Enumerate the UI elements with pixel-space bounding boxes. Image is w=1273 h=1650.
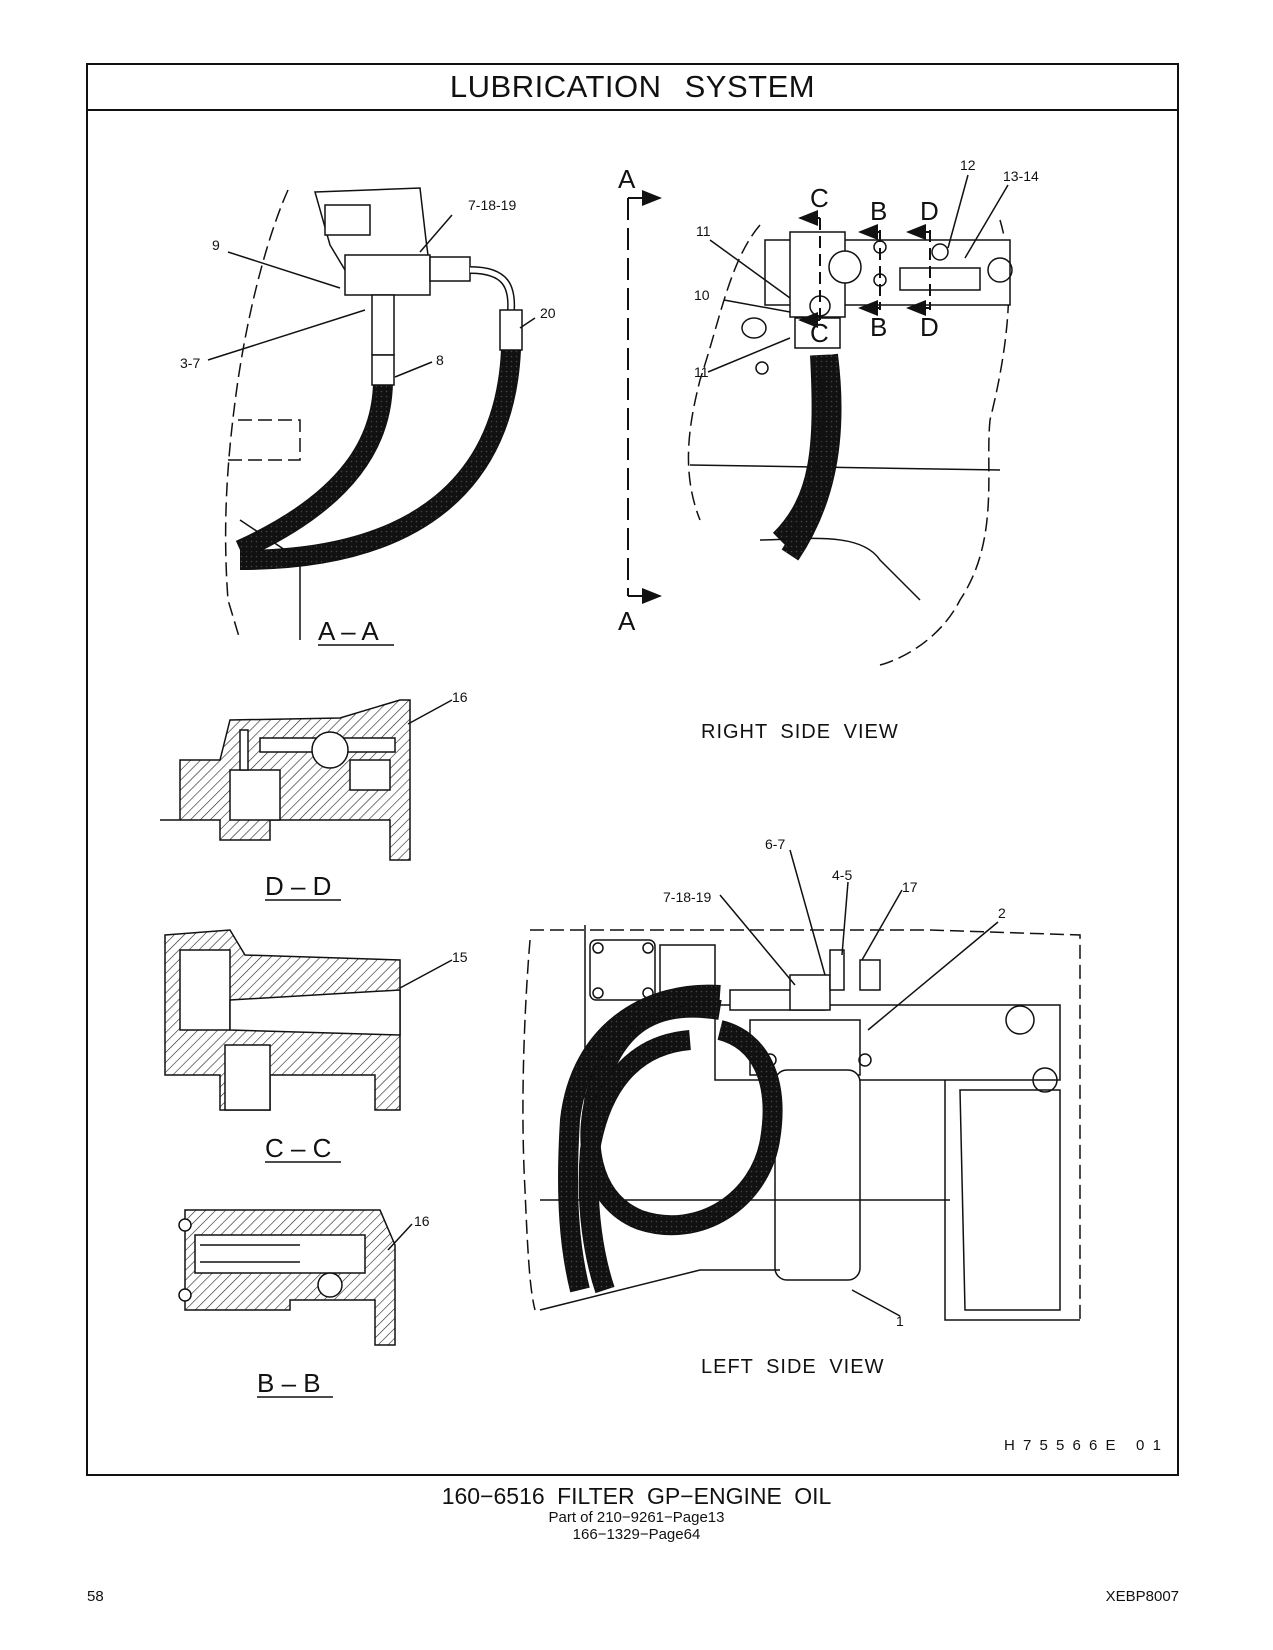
callout-aa-7-18-19: 7-18-19 — [468, 197, 516, 213]
view-aa — [207, 187, 536, 641]
callout-dd-16: 16 — [452, 689, 468, 705]
callout-lsv-2: 2 — [998, 905, 1006, 921]
section-label-bb: B – B — [257, 1368, 321, 1398]
page-title: LUBRICATION SYSTEM — [449, 69, 816, 104]
cut-line-a — [627, 190, 662, 604]
callout-lsv-17: 17 — [902, 879, 918, 895]
view-dd — [160, 699, 453, 861]
callout-bb-16: 16 — [414, 1213, 430, 1229]
cut-marker-b-top: B — [870, 196, 887, 226]
cut-marker-b-bottom: B — [870, 312, 887, 342]
part-page-reference: 166−1329−Page64 — [572, 1526, 701, 1543]
section-label-left-side-view: LEFT SIDE VIEW — [701, 1356, 884, 1378]
callout-aa-9: 9 — [212, 237, 220, 253]
left-side-view — [522, 849, 1081, 1321]
callout-rsv-11-bottom: 11 — [694, 364, 709, 380]
section-label-cc: C – C — [265, 1133, 331, 1163]
title-bar: LUBRICATION SYSTEM — [88, 65, 1177, 111]
document-code: XEBP8007 — [1105, 1588, 1179, 1605]
callout-aa-8: 8 — [436, 352, 444, 368]
view-cc — [164, 929, 453, 1111]
callout-rsv-12: 12 — [960, 157, 976, 173]
cut-marker-d-top: D — [920, 196, 939, 226]
view-bb — [178, 1209, 413, 1346]
section-label-right-side-view: RIGHT SIDE VIEW — [701, 721, 899, 743]
section-label-aa: A – A — [318, 616, 379, 646]
figure-frame: LUBRICATION SYSTEM — [86, 63, 1179, 1476]
page-number: 58 — [87, 1588, 104, 1605]
part-of-reference: Part of 210−9261−Page13 — [548, 1509, 725, 1526]
cut-marker-a-top: A — [618, 164, 636, 194]
callout-lsv-6-7: 6-7 — [765, 836, 785, 852]
callout-lsv-7-18-19: 7-18-19 — [663, 889, 711, 905]
part-title: 160−6516 FILTER GP−ENGINE OIL — [441, 1483, 832, 1509]
callout-cc-15: 15 — [452, 949, 468, 965]
callout-lsv-1: 1 — [896, 1313, 904, 1329]
callout-rsv-13-14: 13-14 — [1003, 168, 1039, 184]
callout-lsv-4-5: 4-5 — [832, 867, 852, 883]
right-side-view — [687, 174, 1013, 666]
callout-rsv-10: 10 — [694, 287, 710, 303]
callout-aa-20: 20 — [540, 305, 556, 321]
cut-marker-c-bottom: C — [810, 318, 829, 348]
cut-marker-c-top: C — [810, 183, 829, 213]
callout-rsv-11-top: 11 — [696, 223, 711, 239]
callout-aa-3-7: 3-7 — [180, 355, 200, 371]
drawing-id: H 7 5 5 6 6 E 0 1 — [1004, 1437, 1163, 1454]
cut-marker-d-bottom: D — [920, 312, 939, 342]
section-label-dd: D – D — [265, 871, 331, 901]
cut-marker-a-bottom: A — [618, 606, 636, 636]
